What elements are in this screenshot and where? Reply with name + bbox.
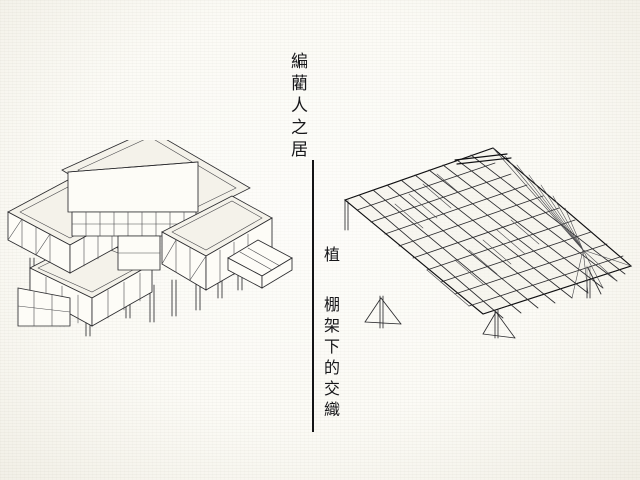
subtitle-lead-character: 植 (321, 246, 340, 262)
vertical-divider-rule (312, 160, 314, 432)
axonometric-pavilion-drawing (0, 140, 295, 340)
axonometric-trellis-drawing (335, 138, 640, 343)
slide-title: 編藺人之居 (287, 52, 307, 162)
slide-subtitle: 棚架下的交織 (321, 296, 340, 422)
